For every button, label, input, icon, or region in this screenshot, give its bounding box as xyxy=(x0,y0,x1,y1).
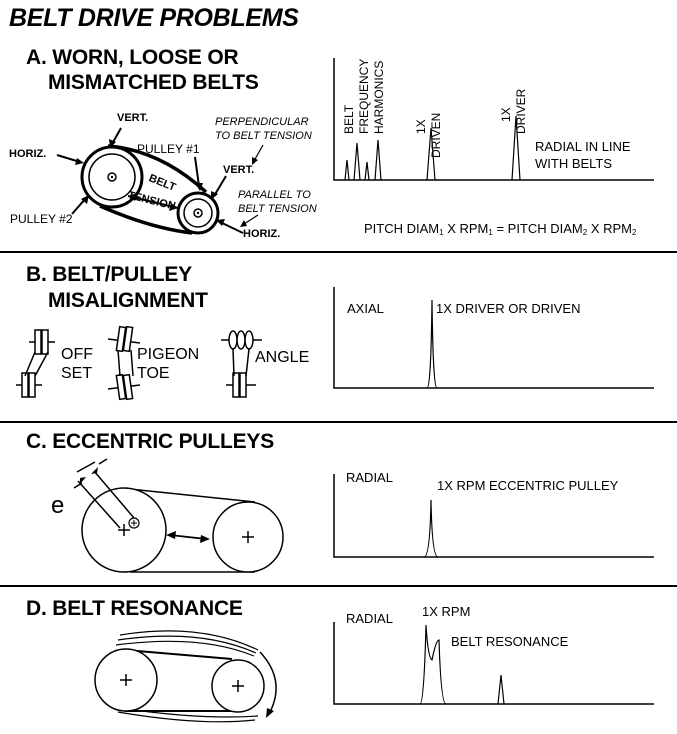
page-title: BELT DRIVE PROBLEMS xyxy=(9,4,299,32)
pigeon-toe-misalignment-icon xyxy=(107,325,141,401)
section-c-heading: C. ECCENTRIC PULLEYS xyxy=(26,430,275,453)
pulley1-label: PULLEY #1 xyxy=(137,142,200,156)
section-a-heading-line2: MISMATCHED BELTS xyxy=(48,71,259,94)
radial-axis-label-c: RADIAL xyxy=(346,470,393,485)
axial-axis-label: AXIAL xyxy=(347,301,384,316)
belt-harmonic-peak xyxy=(344,159,350,181)
offset-label-line2: SET xyxy=(61,365,93,382)
section-a-heading-line1: A. WORN, LOOSE OR xyxy=(26,46,239,69)
pitch-formula: PITCH DIAM1 X RPM1 = PITCH DIAM2 X RPM2 xyxy=(364,221,637,237)
belt-harmonic-peak xyxy=(364,161,370,181)
offset-misalignment-icon xyxy=(16,329,55,398)
vert-top-label: VERT. xyxy=(117,112,149,124)
spectrum-b-axes xyxy=(333,287,654,389)
belt-resonance-label: BELT RESONANCE xyxy=(451,634,569,649)
para-line1: PARALLEL TO xyxy=(238,189,311,201)
eccentric-1x-peak xyxy=(423,499,439,558)
angle-label: ANGLE xyxy=(255,349,310,366)
pigeon-label-line1: PIGEON xyxy=(137,346,200,363)
horiz-left-label: HORIZ. xyxy=(9,148,47,160)
divider-c-d xyxy=(0,585,677,587)
resonance-1x-peak xyxy=(419,624,447,705)
divider-a-b xyxy=(0,251,677,253)
eccentricity-e-label: e xyxy=(51,492,65,519)
spectrum-d-axes xyxy=(333,622,654,705)
section-b-heading-line1: B. BELT/PULLEY xyxy=(26,263,192,286)
spectrum-a-axes xyxy=(333,58,654,181)
resonance-1x-label: 1X RPM xyxy=(422,604,471,619)
belt-bottom xyxy=(99,204,193,235)
axial-1x-peak xyxy=(426,299,438,389)
radial-inline-line1: RADIAL IN LINE xyxy=(535,139,631,154)
driven-peak xyxy=(426,127,436,181)
eccentric-peak-label: 1X RPM ECCENTRIC PULLEY xyxy=(437,478,619,493)
vert-right-label: VERT. xyxy=(223,164,255,176)
radial-inline-line2: WITH BELTS xyxy=(535,156,613,171)
pigeon-label-line2: TOE xyxy=(137,365,170,382)
pulley2-label: PULLEY #2 xyxy=(10,212,73,226)
belt-harmonic-peak xyxy=(353,142,361,181)
belt-resonance-peak xyxy=(497,674,505,705)
divider-b-c xyxy=(0,421,677,423)
horiz-right-label: HORIZ. xyxy=(243,228,281,240)
pulley-1-outer xyxy=(176,191,220,235)
offset-label-line1: OFF xyxy=(61,346,93,363)
driver-peak xyxy=(511,115,521,181)
para-line2: BELT TENSION xyxy=(238,203,317,215)
perp-line1: PERPENDICULAR xyxy=(215,116,309,128)
section-d-heading: D. BELT RESONANCE xyxy=(26,597,243,620)
section-b-heading-line2: MISALIGNMENT xyxy=(48,289,208,312)
axial-peak-label: 1X DRIVER OR DRIVEN xyxy=(436,301,581,316)
perp-line2: TO BELT TENSION xyxy=(215,130,312,142)
belt-harmonic-peak xyxy=(374,139,382,181)
spectrum-c-axes xyxy=(333,474,654,558)
angle-misalignment-icon xyxy=(221,330,262,398)
radial-axis-label-d: RADIAL xyxy=(346,611,393,626)
